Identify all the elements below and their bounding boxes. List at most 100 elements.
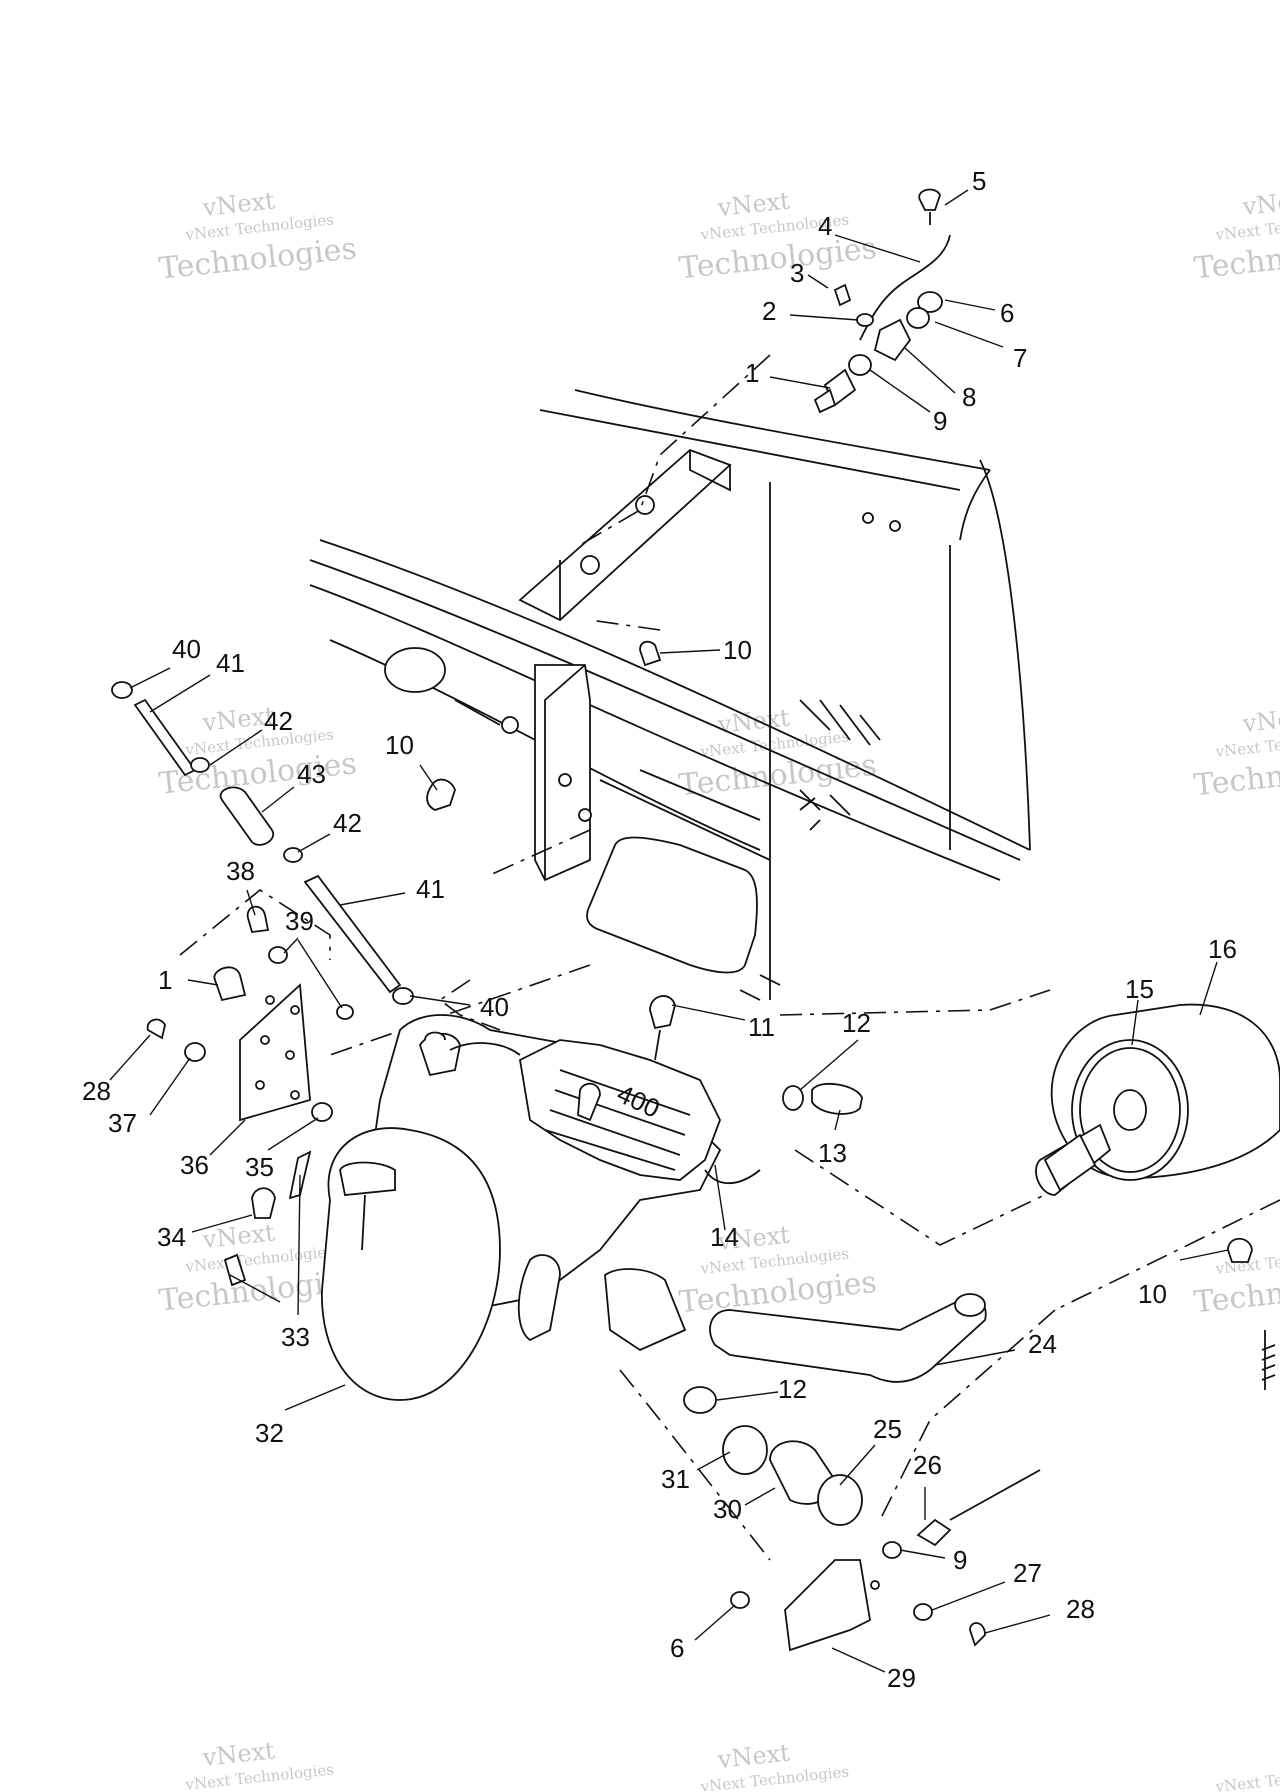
callout-32: 32: [255, 1418, 284, 1448]
part-9-washer-b: [882, 1541, 902, 1559]
fuel-line-assembly: [111, 681, 456, 1005]
callout-12: 12: [842, 1008, 871, 1038]
engine-recoil-cover: [321, 1127, 501, 1401]
recoil-handle: [339, 1161, 396, 1196]
part-14-wire: [704, 1169, 761, 1185]
callout-36: 36: [180, 1150, 209, 1180]
callout-6: 6: [670, 1633, 684, 1663]
callout-28: 28: [82, 1076, 111, 1106]
callout-6: 6: [1000, 298, 1014, 328]
part-31-clamp: [722, 1425, 768, 1475]
callout-12: 12: [778, 1374, 807, 1404]
part-25-clamp: [817, 1474, 863, 1526]
callout-41: 41: [416, 874, 445, 904]
callout-37: 37: [108, 1108, 137, 1138]
watermark-bottom-left: vNext vNext Technologies: [184, 1736, 335, 1792]
part-13-boot: [811, 1082, 863, 1115]
callout-27: 27: [1013, 1558, 1042, 1588]
part-1-adjuster-b: [213, 966, 247, 1002]
callout-39: 39: [285, 906, 314, 936]
part-8-bracket: [873, 318, 912, 362]
watermark-bottom-center: vNext vNext Technologies: [699, 1739, 850, 1792]
part-11-spark-plug: [649, 995, 676, 1030]
callout-7: 7: [1013, 343, 1027, 373]
watermark-bottom-right: vNext Technologies: [1214, 1762, 1280, 1792]
callout-9: 9: [953, 1545, 967, 1575]
engine: 400: [321, 995, 761, 1401]
exhaust-assembly: [683, 1237, 1276, 1652]
callouts: 5 4 3 6 2 7 1 8 9 10 40 41 42 43 10 42 4…: [82, 166, 1237, 1693]
callout-28: 28: [1066, 1594, 1095, 1624]
callout-10: 10: [385, 730, 414, 760]
callout-2: 2: [762, 296, 776, 326]
throttle-cable-assembly: [639, 188, 951, 667]
part-2-washer: [856, 313, 874, 327]
callout-43: 43: [297, 759, 326, 789]
engine-outlet-pipe: [517, 1254, 561, 1342]
callout-10: 10: [1138, 1279, 1167, 1309]
part-28-bolt-b: [969, 1622, 986, 1647]
callout-42: 42: [333, 808, 362, 838]
part-42-clamp-b: [283, 847, 303, 863]
watermark-text: vNext Technologies: [1214, 1762, 1280, 1792]
watermark-low-center: vNext vNext Technologies Technologies: [677, 1221, 878, 1321]
callout-31: 31: [661, 1464, 690, 1494]
part-26-adjuster: [916, 1518, 952, 1547]
callout-42: 42: [264, 706, 293, 736]
part-27-washer: [913, 1603, 933, 1621]
watermark-mid-left: vNext vNext Technologies Technologies: [157, 701, 358, 801]
part-34-vent: [251, 1187, 276, 1219]
alignment-lines: [179, 354, 1280, 1561]
callout-11: 11: [748, 1012, 775, 1042]
callout-34: 34: [157, 1222, 186, 1252]
part-41-hose: [133, 698, 197, 777]
part-35-nut: [311, 1102, 333, 1122]
part-10-nut: [639, 640, 662, 667]
part-12-clamp: [782, 1085, 804, 1111]
part-28-bolt: [146, 1018, 166, 1040]
intake-boot-assembly: [782, 1082, 863, 1115]
engine-side-cover: [604, 1268, 687, 1352]
part-42-clamp: [190, 757, 210, 773]
callout-38: 38: [226, 856, 255, 886]
part-36-plate: [239, 983, 311, 1122]
callout-35: 35: [245, 1152, 274, 1182]
callout-41: 41: [216, 648, 245, 678]
part-5-knob: [918, 188, 941, 211]
callout-16: 16: [1208, 934, 1237, 964]
callout-13: 13: [818, 1138, 847, 1168]
callout-25: 25: [873, 1414, 902, 1444]
callout-15: 15: [1125, 974, 1154, 1004]
callout-29: 29: [887, 1663, 916, 1693]
part-7-washer: [906, 307, 930, 329]
part-38-screw: [246, 905, 270, 933]
callout-30: 30: [713, 1494, 742, 1524]
drive-clutch: [1035, 1003, 1280, 1196]
watermark-top-left: vNext vNext Technologies Technologies: [157, 186, 358, 286]
part-39-nut: [336, 1004, 354, 1020]
part-40-clamp: [111, 681, 133, 699]
frame-chassis: [309, 389, 1031, 1001]
watermark-text: vNext: [1240, 702, 1280, 738]
callout-1: 1: [158, 965, 172, 995]
callout-33: 33: [281, 1322, 310, 1352]
callout-40: 40: [480, 992, 509, 1022]
mount-plate-assembly: [146, 905, 354, 1287]
callout-10: 10: [723, 635, 752, 665]
watermark-top-center: vNext vNext Technologies Technologies: [677, 187, 878, 287]
part-37-washer: [184, 1042, 206, 1062]
part-6-nut: [917, 291, 943, 313]
callout-5: 5: [972, 166, 986, 196]
engine-cylinder-head: [519, 1039, 721, 1181]
watermark-text: vNext: [1240, 185, 1280, 221]
watermark-top-right: vNext vNext Technologies Technologies: [1192, 185, 1280, 286]
part-39-washer: [268, 946, 288, 964]
callout-26: 26: [913, 1450, 942, 1480]
watermark-mid-right: vNext vNext Technologies Technologies: [1192, 702, 1280, 803]
part-3-screw: [833, 283, 852, 307]
callout-14: 14: [710, 1222, 739, 1252]
part-43-filter: [219, 786, 275, 846]
part-41-hose-b: [303, 874, 402, 994]
part-10-nut-b: [426, 778, 456, 811]
